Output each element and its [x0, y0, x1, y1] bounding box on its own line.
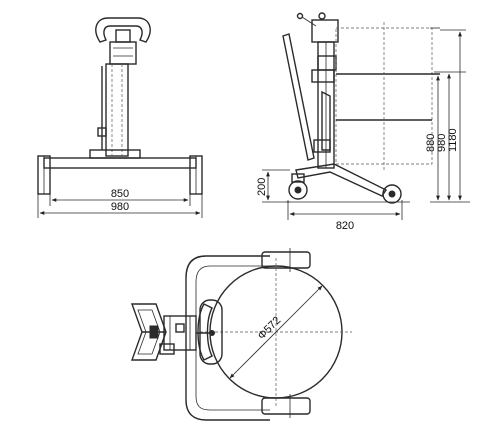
top-mast-block: [163, 315, 197, 351]
dim-820-label: 820: [336, 220, 354, 232]
dim-200-label: 200: [256, 178, 268, 196]
front-base-frame: [43, 157, 197, 169]
top-view: Φ572: [131, 248, 352, 421]
side-base-leg: [295, 163, 388, 197]
front-pump-head: [115, 29, 131, 43]
dim-1180-label: 1180: [447, 128, 459, 152]
front-view: 850 980: [37, 17, 203, 218]
front-mast: [105, 63, 129, 157]
top-caster-lower: [261, 397, 311, 415]
dim-880-label: 880: [425, 134, 437, 152]
front-pump-body: [109, 41, 137, 65]
side-view: 200 820 880 980 1180: [256, 12, 470, 232]
front-handle: [95, 17, 151, 43]
side-handle-bar: [282, 33, 315, 161]
dim-line-diameter: [229, 285, 323, 379]
side-pump: [311, 19, 339, 43]
side-rear-wheel: [288, 180, 308, 200]
dim-980-side-label: 980: [436, 134, 448, 152]
dim-980-front-label: 980: [111, 201, 129, 213]
top-base-frame: [185, 255, 270, 421]
dim-850-label: 850: [111, 188, 129, 200]
side-front-wheel: [382, 184, 402, 204]
front-lift-plate: [89, 149, 141, 159]
